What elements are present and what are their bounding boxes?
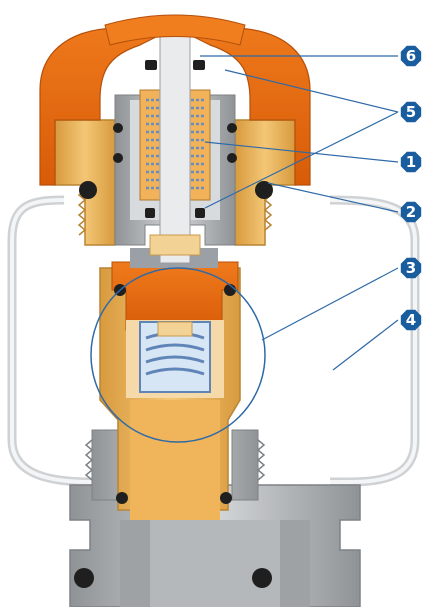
gland-seal-right-2 [227, 153, 237, 163]
bottom-seal-right [252, 568, 272, 588]
leader-lines [200, 55, 399, 371]
housing-seal-right [255, 181, 273, 199]
stem-seal-left [145, 60, 157, 70]
gland-seal-right [227, 123, 237, 133]
bottom-seal-left [74, 568, 94, 588]
callout-badge-4: 4 [400, 309, 422, 331]
valve-insert [111, 261, 239, 331]
callout-number: 2 [406, 203, 416, 221]
stem-seal-lower-right [195, 208, 205, 218]
lower-seal-left [116, 492, 128, 504]
callout-badge-shape [400, 151, 422, 173]
callout-number: 5 [406, 103, 416, 121]
gland-seal-left [113, 123, 123, 133]
valve-disc [157, 321, 193, 337]
stem-tip [149, 234, 201, 256]
housing-seal-left [79, 181, 97, 199]
callout-badge-6: 6 [400, 45, 422, 67]
callout-badge-3: 3 [400, 257, 422, 279]
orange-cap [39, 17, 161, 186]
callout-badge-shape [400, 101, 422, 123]
orange-cap-right [189, 17, 311, 186]
callout-number: 4 [406, 311, 416, 329]
collar-thread-right [256, 439, 266, 481]
callout-number: 6 [406, 47, 416, 65]
callout-layer: 6 5 1 2 3 4 [400, 45, 422, 331]
stem-seal-right [193, 60, 205, 70]
callout-number: 3 [406, 259, 416, 277]
cap-top [104, 14, 246, 46]
callout-badge-shape [400, 257, 422, 279]
gland-seal-left-2 [113, 153, 123, 163]
stem-seal-lower-left [145, 208, 155, 218]
callout-badge-shape [400, 309, 422, 331]
bottom-bore-shade [150, 520, 280, 607]
callout-badge-shape [400, 45, 422, 67]
lower-seal-right [220, 492, 232, 504]
callout-badge-1: 1 [400, 151, 422, 173]
valve-stem [159, 27, 191, 264]
upper-thread-left [77, 189, 87, 236]
lower-brass-core [130, 400, 220, 520]
collar-thread-left [84, 439, 94, 481]
callout-badge-shape [400, 201, 422, 223]
callout-badge-2: 2 [400, 201, 422, 223]
callout-badge-5: 5 [400, 101, 422, 123]
callout-number: 1 [406, 153, 416, 171]
detail-magnifier [90, 267, 266, 443]
outer-frame-loop-inner [10, 198, 417, 484]
